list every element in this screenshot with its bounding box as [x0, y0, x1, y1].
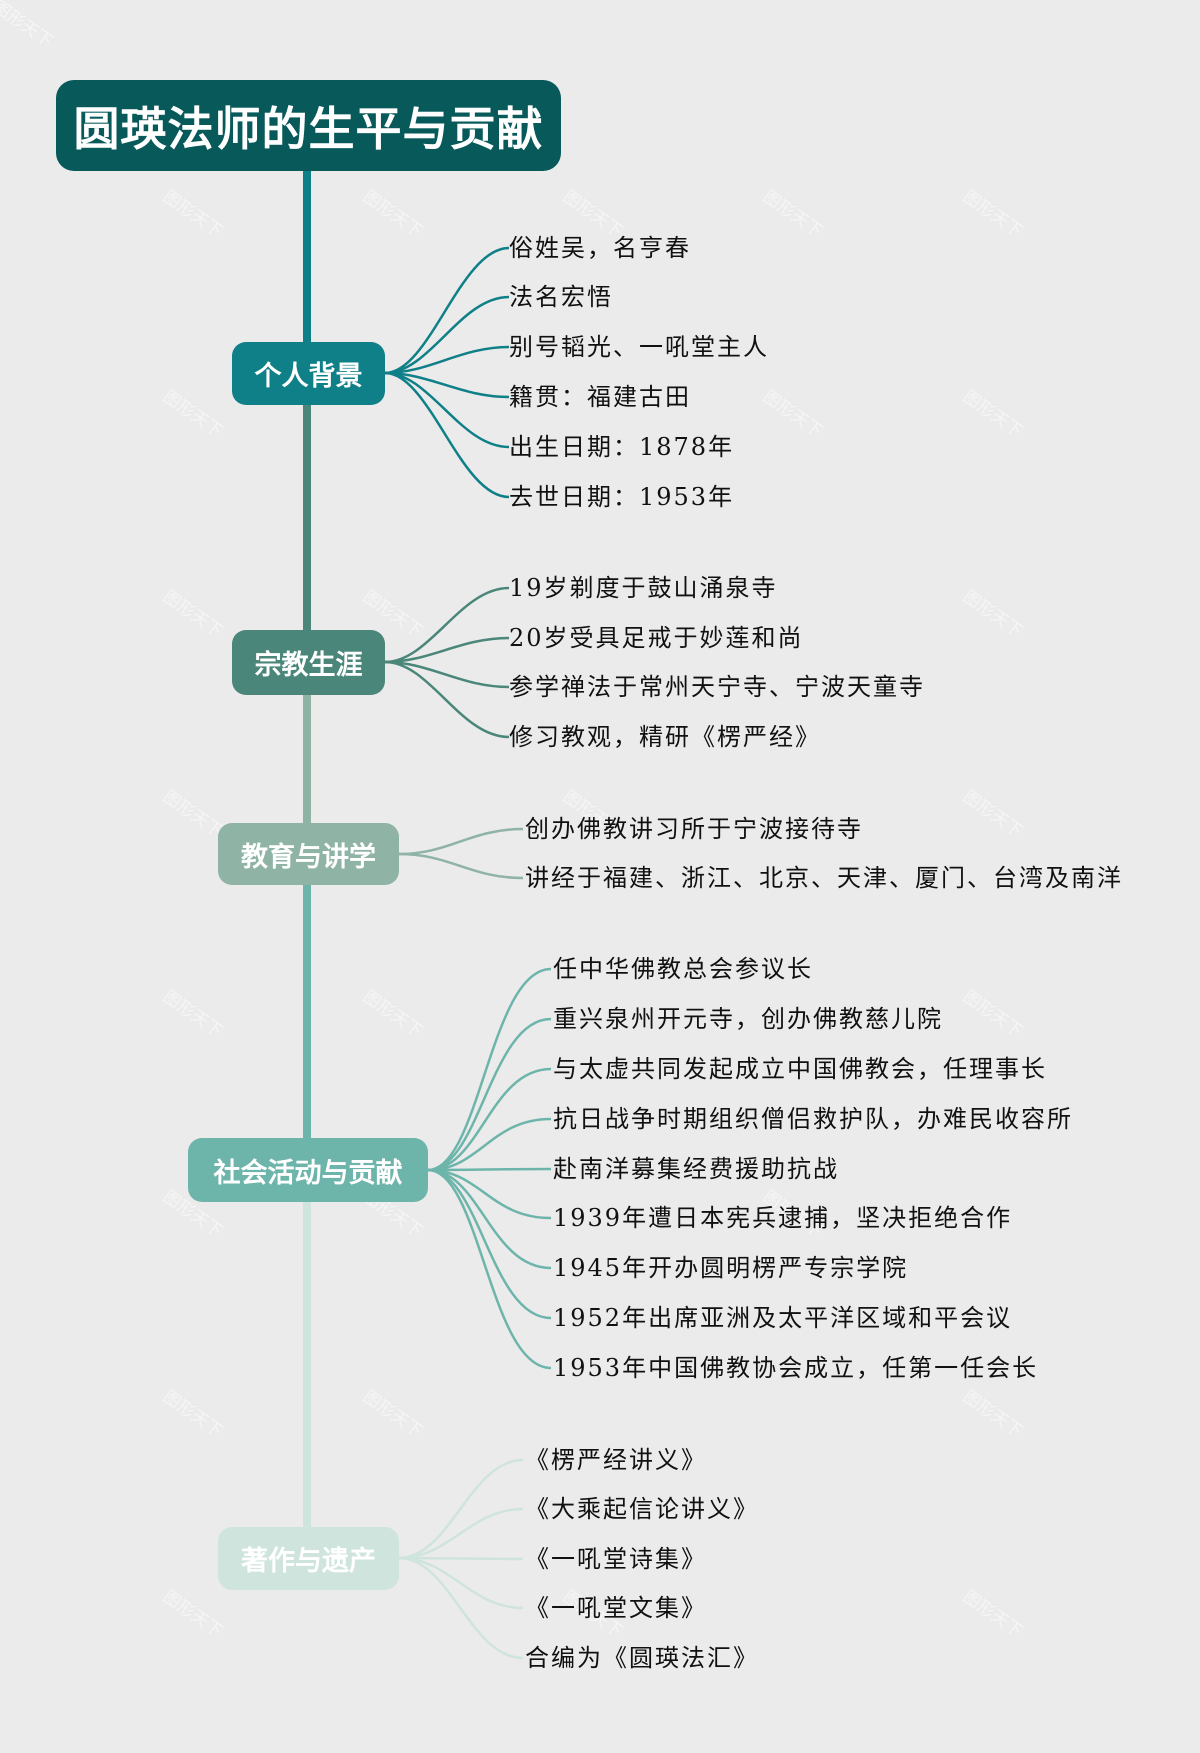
leaf-item[interactable]: 别号韬光、一吼堂主人: [509, 333, 769, 361]
leaf-item[interactable]: 任中华佛教总会参议长: [553, 955, 813, 983]
leaf-item[interactable]: 《一吼堂文集》: [525, 1594, 707, 1622]
leaf-item[interactable]: 去世日期：1953年: [509, 483, 735, 511]
leaf-item[interactable]: 20岁受具足戒于妙莲和尚: [509, 624, 804, 652]
leaf-item[interactable]: 合编为《圆瑛法汇》: [525, 1644, 759, 1672]
mindmap-title[interactable]: 圆瑛法师的生平与贡献: [56, 80, 561, 171]
leaf-item[interactable]: 讲经于福建、浙江、北京、天津、厦门、台湾及南洋: [525, 864, 1123, 892]
leaf-item[interactable]: 1953年中国佛教协会成立，任第一任会长: [553, 1354, 1039, 1382]
leaf-item[interactable]: 赴南洋募集经费援助抗战: [553, 1155, 839, 1183]
leaf-item[interactable]: 《大乘起信论讲义》: [525, 1495, 759, 1523]
leaf-item[interactable]: 《楞严经讲义》: [525, 1446, 707, 1474]
leaf-item[interactable]: 修习教观，精研《楞严经》: [509, 723, 821, 751]
leaf-item[interactable]: 1952年出席亚洲及太平洋区域和平会议: [553, 1304, 1013, 1332]
leaf-item[interactable]: 籍贯：福建古田: [509, 383, 691, 411]
branch-node-religious-career[interactable]: 宗教生涯: [232, 630, 385, 695]
leaf-item[interactable]: 1945年开办圆明楞严专宗学院: [553, 1254, 909, 1282]
leaf-item[interactable]: 抗日战争时期组织僧侣救护队，办难民收容所: [553, 1105, 1073, 1133]
leaf-item[interactable]: 俗姓吴，名亨春: [509, 234, 691, 262]
branch-node-personal-background[interactable]: 个人背景: [232, 342, 385, 405]
leaf-item[interactable]: 19岁剃度于鼓山涌泉寺: [509, 574, 778, 602]
leaf-item[interactable]: 1939年遭日本宪兵逮捕，坚决拒绝合作: [553, 1204, 1013, 1232]
leaf-item[interactable]: 《一吼堂诗集》: [525, 1545, 707, 1573]
leaf-item[interactable]: 创办佛教讲习所于宁波接待寺: [525, 815, 863, 843]
leaf-item[interactable]: 参学禅法于常州天宁寺、宁波天童寺: [509, 673, 925, 701]
leaf-item[interactable]: 法名宏悟: [509, 283, 613, 311]
leaf-item[interactable]: 重兴泉州开元寺，创办佛教慈儿院: [553, 1005, 943, 1033]
branch-node-social-activities[interactable]: 社会活动与贡献: [188, 1138, 428, 1202]
leaf-item[interactable]: 与太虚共同发起成立中国佛教会，任理事长: [553, 1055, 1047, 1083]
branch-node-education-lecturing[interactable]: 教育与讲学: [218, 823, 399, 885]
branch-node-works-legacy[interactable]: 著作与遗产: [218, 1527, 399, 1590]
leaf-item[interactable]: 出生日期：1878年: [509, 433, 735, 461]
